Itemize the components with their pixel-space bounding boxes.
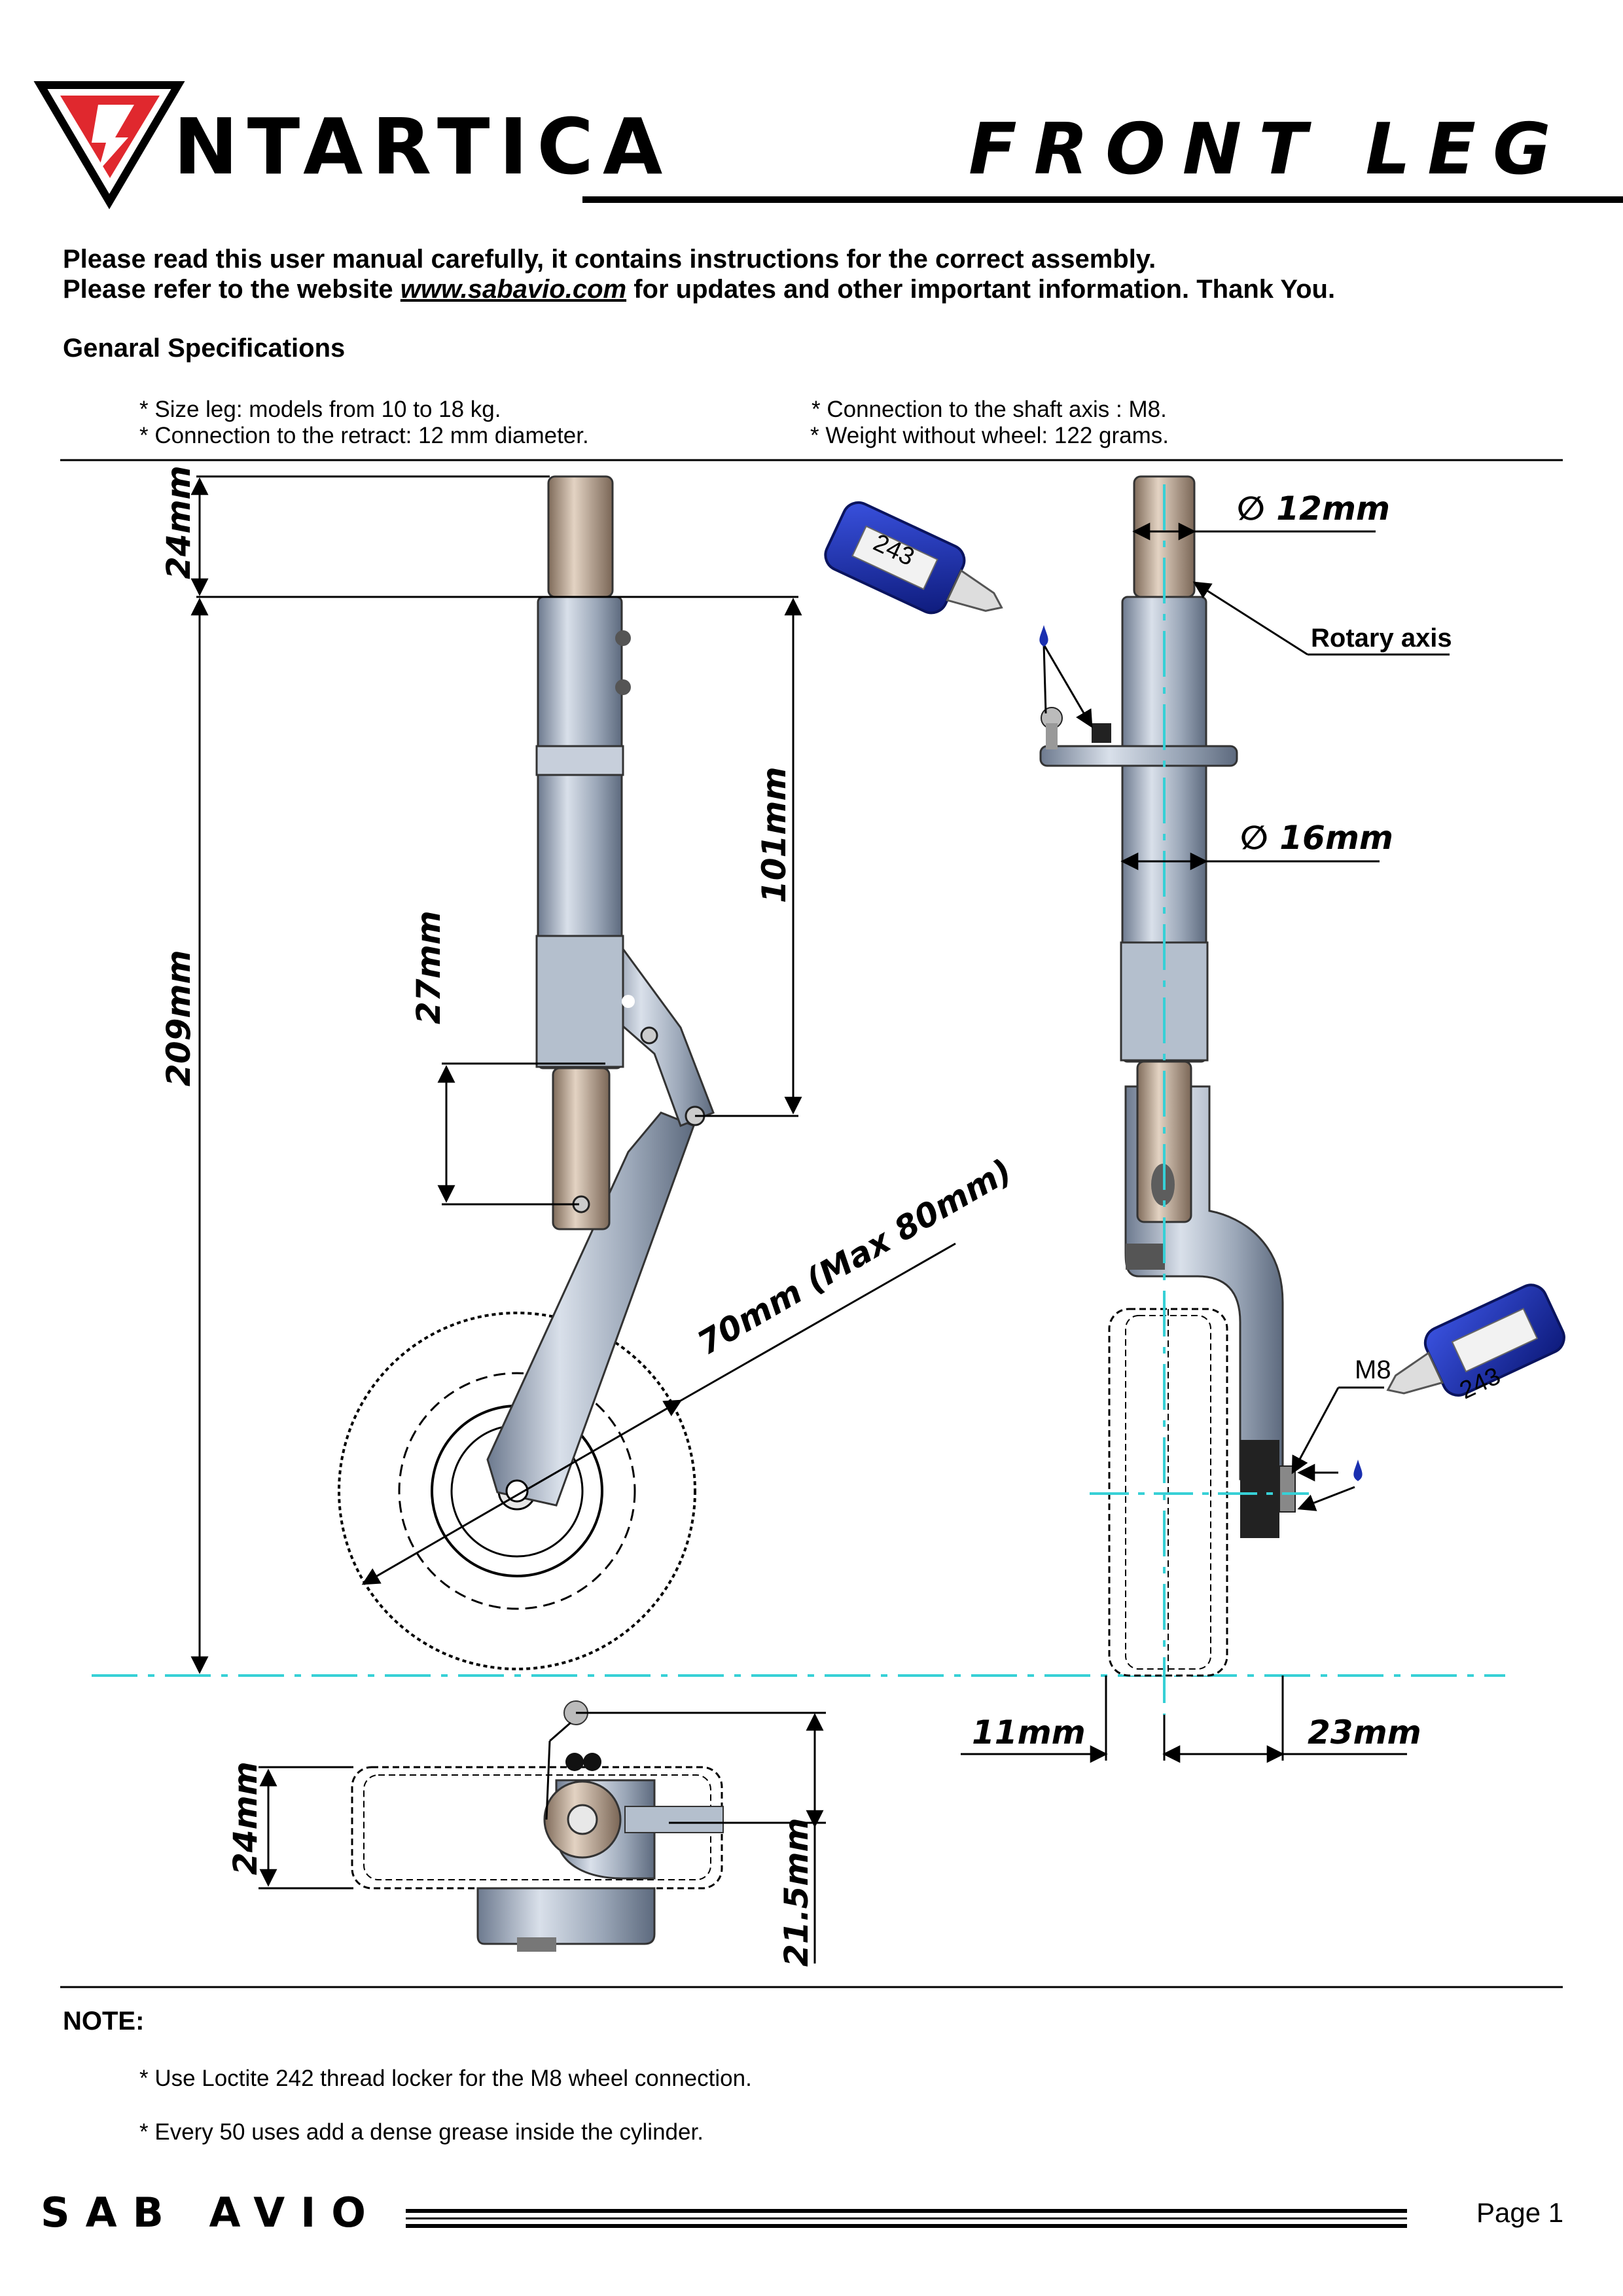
drop-icon — [1353, 1460, 1363, 1481]
top-view-dimensions — [259, 1712, 826, 1964]
front-leg-top-view — [351, 1700, 724, 1952]
drop-icon — [1039, 625, 1048, 647]
intro-line-2-prefix: Please refer to the website — [63, 275, 393, 304]
dim-label-diameter-12mm: ∅ 12mm — [1237, 492, 1390, 525]
front-leg-front-view — [1039, 475, 1296, 1677]
m8-label: M8 — [1355, 1355, 1391, 1384]
spec-item: * Size leg: models from 10 to 18 kg. — [139, 397, 501, 422]
logo-wordmark: NTARTICA — [173, 101, 672, 192]
page-title: FRONT LEG — [969, 109, 1568, 190]
dim-label-27mm: 27mm — [410, 910, 448, 1024]
footer-brand: SAB AVIO — [41, 2189, 382, 2236]
dim-label-diameter-16mm: ∅ 16mm — [1240, 821, 1393, 854]
loctite-bottle-icon — [1386, 1283, 1565, 1397]
spec-item: * Weight without wheel: 122 grams. — [810, 423, 1169, 448]
footer-rule — [406, 2209, 1407, 2228]
page-number: Page 1 — [1476, 2197, 1564, 2228]
dim-label-21-5mm: 21.5mm — [777, 1818, 815, 1967]
dim-value: 12mm — [1276, 490, 1391, 528]
intro-line-2-suffix: for updates and other important informat… — [633, 275, 1336, 304]
dim-label-11mm: 11mm — [972, 1713, 1086, 1751]
spec-item: * Connection to the shaft axis : M8. — [812, 397, 1167, 422]
dim-label-101mm: 101mm — [755, 766, 793, 903]
loctite-bottle-icon — [824, 501, 1003, 615]
dim-label-24mm-bottom: 24mm — [226, 1761, 264, 1875]
side-view-dimensions — [190, 475, 956, 1674]
dim-label-24mm-top: 24mm — [160, 465, 198, 579]
dim-label-23mm: 23mm — [1308, 1713, 1421, 1751]
specs-heading: Genaral Specifications — [63, 334, 346, 363]
note-item: * Use Loctite 242 thread locker for the … — [139, 2066, 752, 2091]
front-view-centerlines — [1090, 484, 1309, 1715]
intro-line-1: Please read this user manual carefully, … — [63, 245, 1156, 274]
spec-item: * Connection to the retract: 12 mm diame… — [139, 423, 589, 448]
rotary-axis-label: Rotary axis — [1311, 624, 1452, 653]
logo-icon — [33, 81, 185, 209]
website-link[interactable]: www.sabavio.com — [400, 275, 627, 304]
notes-heading: NOTE: — [63, 2007, 145, 2036]
front-view-dimensions — [961, 522, 1450, 1763]
diameter-icon: ∅ — [1240, 819, 1268, 857]
header-rule — [582, 196, 1623, 203]
dim-value: 16mm — [1279, 819, 1394, 857]
intro-line-2: Please refer to the website www.sabavio.… — [63, 274, 1335, 305]
dim-label-209mm: 209mm — [160, 950, 198, 1086]
diameter-icon: ∅ — [1237, 490, 1265, 528]
note-item: * Every 50 uses add a dense grease insid… — [139, 2119, 704, 2145]
